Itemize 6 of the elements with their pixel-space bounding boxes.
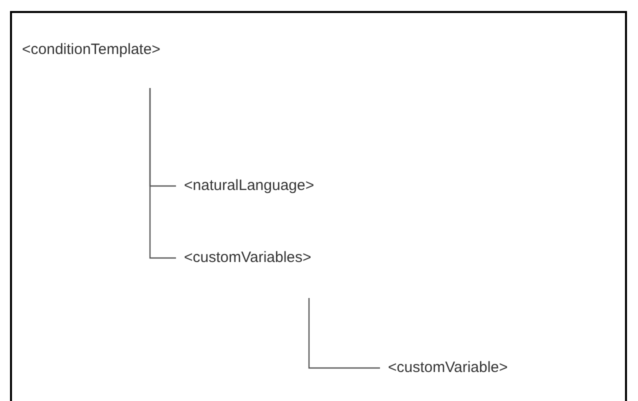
element-tag: <naturalLanguage> [184, 177, 314, 195]
element-tag: <conditionTemplate> [22, 41, 160, 59]
element-tag: <customVariable> [388, 359, 508, 377]
tree-connector [149, 88, 176, 259]
tree-connector [308, 298, 380, 369]
element-tag: <customVariables> [184, 249, 312, 267]
